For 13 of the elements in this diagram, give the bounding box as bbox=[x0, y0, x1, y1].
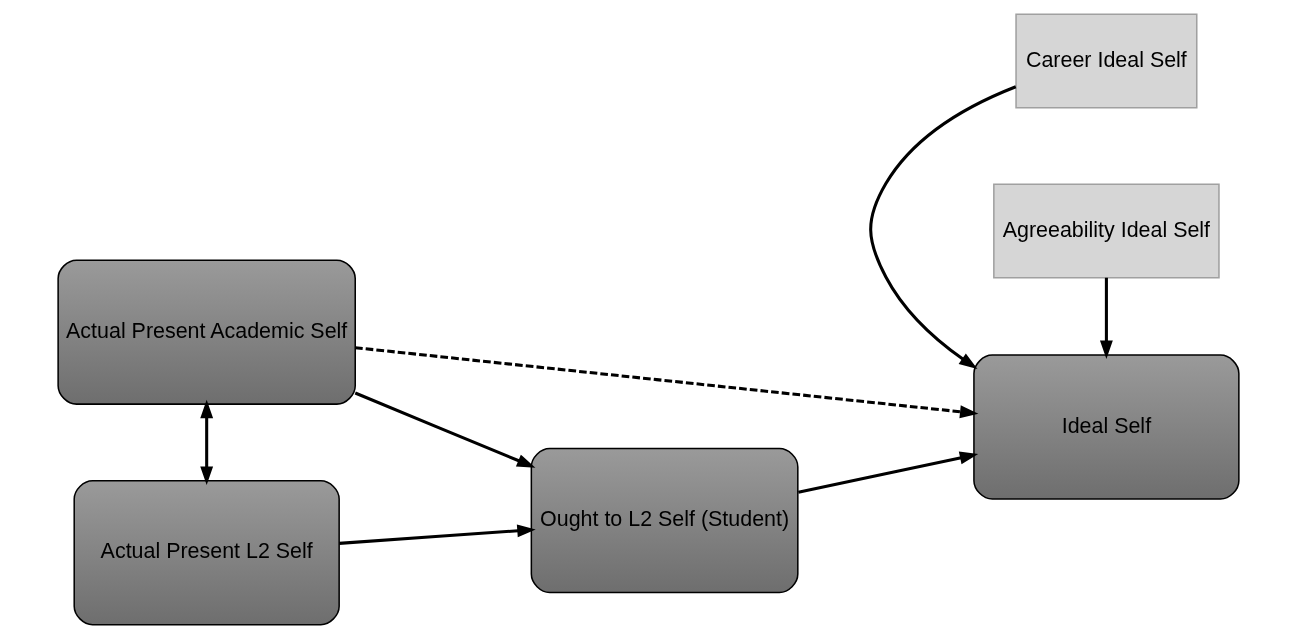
node-box: Ought to L2 Self (Student) bbox=[530, 447, 799, 594]
node-box: Agreeability Ideal Self bbox=[993, 183, 1220, 279]
node-box: Actual Present L2 Self bbox=[73, 479, 340, 626]
arrow bbox=[1099, 277, 1113, 359]
node-box: Career Ideal Self bbox=[1015, 13, 1198, 109]
node-box: Actual Present Academic Self bbox=[57, 259, 356, 405]
arrow bbox=[200, 399, 214, 485]
arrow bbox=[339, 524, 536, 545]
arrow bbox=[869, 85, 1017, 370]
arrow bbox=[355, 346, 979, 419]
arrow bbox=[354, 391, 536, 468]
arrow bbox=[798, 451, 979, 494]
node-box: Ideal Self bbox=[973, 354, 1240, 500]
